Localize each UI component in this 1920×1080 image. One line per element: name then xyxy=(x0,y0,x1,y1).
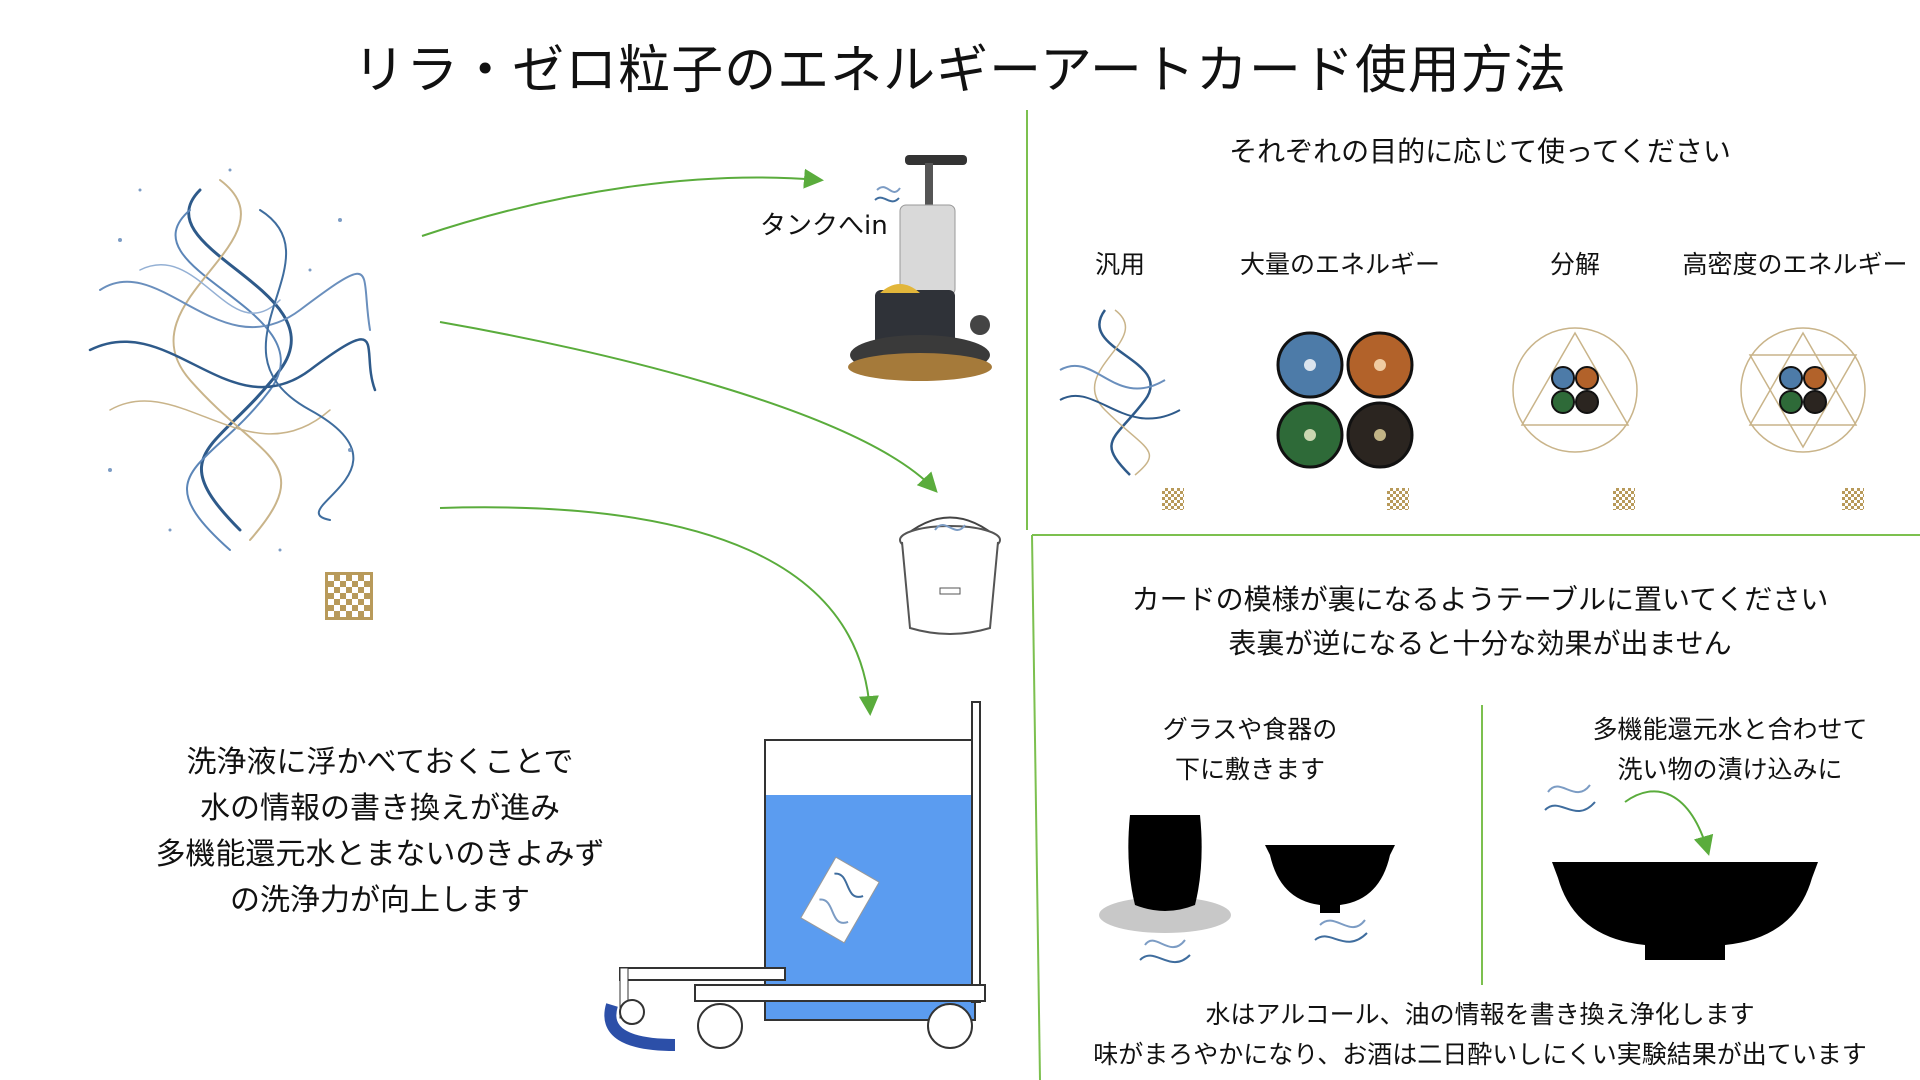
card-label-high-density: 高密度のエネルギー xyxy=(1682,250,1908,279)
placement-heading: カードの模様が裏になるようテーブルに置いてください 表裏が逆になると十分な効果が… xyxy=(1040,578,1920,666)
cleaning-cart-image xyxy=(604,701,986,1051)
qr-code-icon xyxy=(1162,488,1184,510)
description-line: 洗浄液に浮かべておくことで xyxy=(186,745,574,780)
card-label-large-energy: 大量のエネルギー xyxy=(1239,250,1440,279)
glass-and-bowl-image xyxy=(1099,815,1395,964)
caption-line: グラスや食器の xyxy=(1162,715,1338,744)
bucket-image xyxy=(899,516,1001,635)
energy-swirl-art xyxy=(88,168,377,552)
description-line: 多機能還元水とまないのきよみず xyxy=(155,837,605,872)
left-description: 洗浄液に浮かべておくことで 水の情報の書き換えが進み 多機能還元水とまないのきよ… xyxy=(120,740,640,924)
soaking-bowl-image xyxy=(1544,784,1818,960)
card-decompose-art xyxy=(1512,327,1638,453)
heading-line: カードの模様が裏になるようテーブルに置いてください xyxy=(1131,583,1829,616)
tank-label: タンクへin xyxy=(760,211,888,241)
description-line: 水の情報の書き換えが進み xyxy=(200,791,560,826)
card-label-general: 汎用 xyxy=(1094,250,1145,279)
qr-code-icon xyxy=(1387,488,1409,510)
heading-line: 表裏が逆になると十分な効果が出ません xyxy=(1228,627,1732,660)
qr-code-icon xyxy=(325,572,373,620)
soaking-caption: 多機能還元水と合わせて 洗い物の漬け込みに xyxy=(1570,710,1890,790)
description-line: の洗浄力が向上します xyxy=(230,883,530,918)
page-title: リラ・ゼロ粒子のエネルギーアートカード使用方法 xyxy=(353,41,1567,101)
card-high-density-art xyxy=(1740,327,1866,453)
caption-line: 洗い物の漬け込みに xyxy=(1617,755,1843,784)
left-arrows xyxy=(421,168,938,716)
footer-line: 味がまろやかになり、お酒は二日酔いしにくい実験結果が出ています xyxy=(1093,1040,1867,1069)
card-general-art xyxy=(1059,309,1181,476)
qr-code-icon xyxy=(1842,488,1864,510)
floor-machine-image xyxy=(848,155,992,381)
small-card-icon xyxy=(874,186,901,203)
card-label-decompose: 分解 xyxy=(1549,250,1600,279)
caption-line: 下に敷きます xyxy=(1174,755,1325,784)
caption-line: 多機能還元水と合わせて xyxy=(1592,715,1868,744)
qr-code-icon xyxy=(1613,488,1635,510)
purpose-heading: それぞれの目的に応じて使ってください xyxy=(1229,135,1731,168)
card-large-energy-art xyxy=(1276,331,1414,469)
footer-line: 水はアルコール、油の情報を書き換え浄化します xyxy=(1205,1000,1755,1029)
footer-note: 水はアルコール、油の情報を書き換え浄化します 味がまろやかになり、お酒は二日酔い… xyxy=(1040,995,1920,1075)
tableware-caption: グラスや食器の 下に敷きます xyxy=(1110,710,1390,790)
